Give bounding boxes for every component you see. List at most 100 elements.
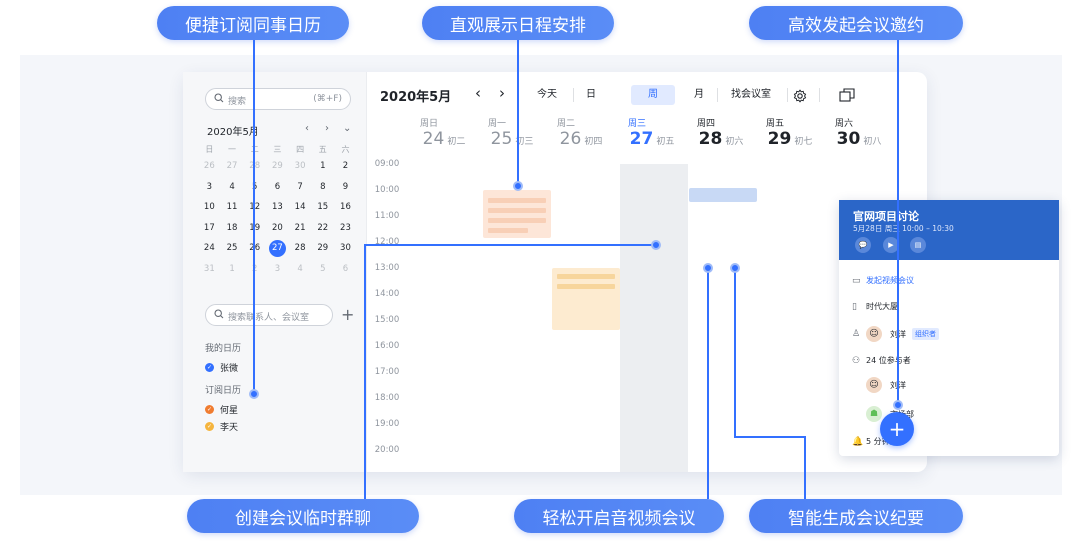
day-header-weekday: 周二: [557, 119, 576, 129]
gear-icon[interactable]: [793, 88, 807, 107]
mini-day[interactable]: 28: [294, 243, 306, 254]
month-title: 2020年5月: [380, 90, 452, 105]
mini-day[interactable]: 31: [203, 263, 215, 274]
mini-day[interactable]: 5: [320, 263, 326, 274]
mini-day-today[interactable]: 27: [266, 239, 289, 257]
search-input[interactable]: 搜索 (⌘+F): [205, 88, 351, 110]
hour-label: 10:00: [374, 185, 400, 195]
add-calendar-button[interactable]: +: [341, 305, 355, 324]
day-header-weekday: 周一: [488, 119, 507, 129]
hour-label: 13:00: [374, 263, 400, 273]
mini-prev-button[interactable]: ‹: [305, 123, 309, 134]
mini-day[interactable]: 20: [271, 222, 283, 233]
mini-day[interactable]: 13: [271, 202, 283, 213]
mini-day[interactable]: 17: [203, 222, 215, 233]
video-icon[interactable]: ▶: [883, 237, 899, 253]
window-icon[interactable]: [839, 87, 855, 106]
my-calendars-title: 我的日历: [205, 344, 242, 354]
callout-minutes: 智能生成会议纪要: [749, 499, 963, 533]
mini-day[interactable]: 8: [320, 181, 326, 192]
mini-day[interactable]: 3: [274, 263, 281, 274]
month-view-button[interactable]: 月: [694, 89, 704, 100]
mini-day[interactable]: 22: [317, 222, 329, 233]
hour-label: 15:00: [374, 315, 400, 325]
mini-day[interactable]: 26: [203, 161, 215, 172]
callout-overview: 直观展示日程安排: [422, 6, 614, 40]
mini-day[interactable]: 25: [226, 243, 238, 254]
calendar-item[interactable]: ✓ 李天: [205, 420, 238, 433]
mini-day[interactable]: 6: [342, 263, 349, 274]
connector-line: [804, 436, 806, 499]
create-event-button[interactable]: +: [880, 412, 914, 446]
calendar-event[interactable]: [483, 190, 551, 238]
weekday-label: 三: [273, 144, 282, 154]
mini-day[interactable]: 23: [340, 222, 351, 233]
chat-icon[interactable]: 💬: [855, 237, 871, 253]
mini-day[interactable]: 4: [229, 181, 235, 192]
mini-day[interactable]: 9: [342, 181, 349, 192]
weekday-label: 日: [205, 144, 214, 154]
calendar-event[interactable]: [689, 188, 757, 202]
mini-day[interactable]: 7: [297, 181, 303, 192]
mini-day[interactable]: 11: [226, 202, 238, 213]
mini-day[interactable]: 27: [226, 161, 238, 172]
mini-day[interactable]: 29: [271, 161, 283, 172]
person-icon: ♙: [852, 329, 861, 339]
group-avatar: ☗: [866, 406, 882, 422]
mini-calendar-title: 2020年5月: [207, 127, 259, 138]
start-video-meeting-link[interactable]: ▭ 发起视频会议: [852, 275, 914, 286]
mini-day[interactable]: 14: [294, 202, 306, 213]
mini-day[interactable]: 1: [320, 161, 326, 172]
mini-day[interactable]: 1: [229, 263, 235, 274]
mini-day[interactable]: 4: [297, 263, 303, 274]
mini-day[interactable]: 16: [340, 202, 351, 213]
chevron-down-icon[interactable]: ⌄: [343, 123, 352, 134]
calendar-item[interactable]: ✓ 张微: [205, 361, 238, 374]
mini-day[interactable]: 15: [317, 202, 329, 213]
mini-day[interactable]: 21: [294, 222, 306, 233]
day-view-button[interactable]: 日: [586, 89, 596, 100]
day-header-lunar: 初六: [725, 137, 744, 147]
find-room-button[interactable]: 找会议室: [731, 89, 771, 100]
mini-day[interactable]: 6: [274, 181, 281, 192]
day-header-lunar: 初三: [515, 137, 534, 147]
today-button[interactable]: 今天: [537, 89, 557, 100]
calendar-event[interactable]: [552, 268, 620, 330]
event-detail-header: 官网项目讨论 5月28日 周三 10:00 – 10:30 💬 ▶ ▤: [839, 200, 1059, 260]
avatar: ☺: [866, 326, 882, 342]
connector-dot: [730, 263, 740, 273]
mini-day[interactable]: 30: [294, 161, 306, 172]
week-view-button[interactable]: 周: [631, 85, 675, 105]
mini-day[interactable]: 10: [203, 202, 215, 213]
prev-week-button[interactable]: ‹: [475, 84, 481, 102]
hour-label: 18:00: [374, 393, 400, 403]
mini-day[interactable]: 18: [226, 222, 238, 233]
attendees-row[interactable]: ⚇ 24 位参与者: [852, 355, 911, 366]
search-icon: [214, 93, 224, 106]
calendar-item-label: 张微: [220, 364, 239, 374]
hour-label: 20:00: [374, 445, 400, 455]
next-week-button[interactable]: ›: [499, 84, 505, 102]
day-header-weekday: 周六: [835, 119, 854, 129]
location-label: 时代大厦: [866, 302, 898, 311]
mini-day[interactable]: 2: [342, 161, 349, 172]
mini-day[interactable]: 29: [317, 243, 329, 254]
video-link-label: 发起视频会议: [866, 276, 914, 285]
calendar-item[interactable]: ✓ 何星: [205, 403, 238, 416]
mini-day[interactable]: 24: [203, 243, 215, 254]
contact-search-input[interactable]: 搜索联系人、会议室: [205, 304, 333, 326]
mini-day[interactable]: 30: [340, 243, 351, 254]
document-icon[interactable]: ▤: [910, 237, 926, 253]
calendar-window: 搜索 (⌘+F) 2020年5月 ‹ › ⌄ 日 一 二 三 四 五 六 26 …: [183, 72, 1059, 472]
mini-day[interactable]: 3: [206, 181, 213, 192]
connector-dot: [513, 181, 523, 191]
day-header-lunar: 初四: [584, 137, 603, 147]
mini-next-button[interactable]: ›: [325, 123, 329, 134]
